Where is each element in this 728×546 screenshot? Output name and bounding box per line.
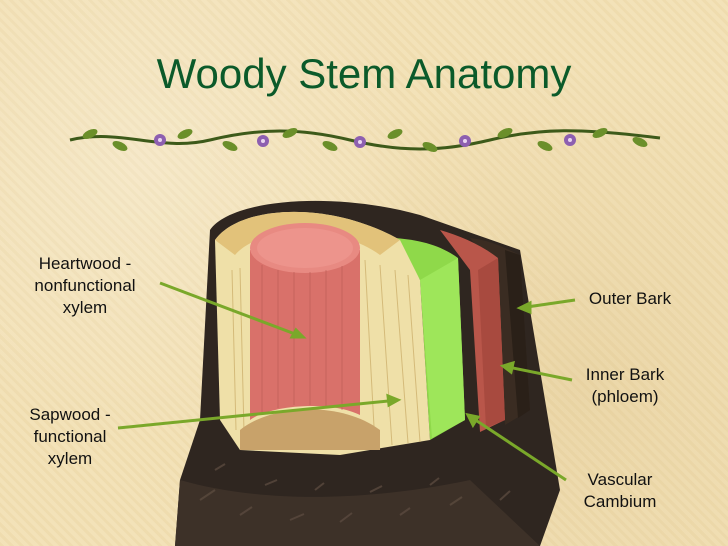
vascular-cambium-label: Vascular Cambium <box>570 469 670 513</box>
inner-bark-pointer <box>502 364 573 382</box>
outer-bark-label: Outer Bark <box>575 288 685 310</box>
outer-bark-label-line-1: Outer Bark <box>588 289 672 308</box>
inner-bark-label-line-2: (phloem) <box>591 387 659 406</box>
inner-bark-label: Inner Bark (phloem) <box>575 364 675 408</box>
inner-bark-layer <box>440 230 505 432</box>
page-title: Woody Stem Anatomy <box>156 50 572 97</box>
sapwood-label-line-3: xylem <box>47 449 93 468</box>
sapwood-label-line-1: Sapwood - <box>29 405 111 424</box>
heartwood-cylinder <box>250 223 360 420</box>
sapwood-label: Sapwood - functional xylem <box>18 404 122 470</box>
vine-divider <box>69 128 661 152</box>
cambium-pointer <box>467 413 567 482</box>
heartwood-label-line-2: nonfunctional <box>34 276 136 295</box>
inner-bark-label-line-1: Inner Bark <box>585 365 665 384</box>
sapwood-pointer <box>117 398 399 430</box>
heartwood-label-line-1: Heartwood - <box>38 254 132 273</box>
pointer-lines <box>117 281 576 482</box>
vascular-cambium-label-line-2: Cambium <box>583 492 657 511</box>
vascular-cambium-label-line-1: Vascular <box>587 470 653 489</box>
heartwood-pointer <box>159 281 304 339</box>
heartwood-label-line-3: xylem <box>62 298 108 317</box>
heartwood-label: Heartwood - nonfunctional xylem <box>22 253 148 319</box>
sapwood-label-line-2: functional <box>33 427 107 446</box>
vascular-cambium-layer <box>395 238 465 440</box>
